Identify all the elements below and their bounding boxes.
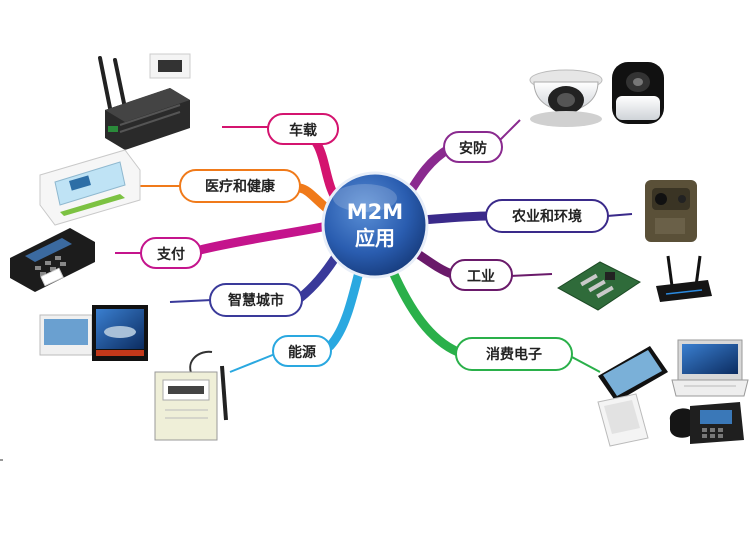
node-payment-label: 支付 [156,246,185,263]
branch-agri: 农业和环境 [415,199,633,233]
node-medical-label: 医疗和健康 [205,178,276,195]
branch-consumer: 消费电子 [387,265,601,373]
branch-security: 安防 [400,119,521,205]
node-energy-label: 能源 [288,344,316,361]
industrial-board-icon [557,261,641,311]
node-car-label: 车载 [289,122,317,139]
dome-camera-icon [529,69,603,127]
pos-terminal-icon [10,228,95,292]
branch-payment: 支付 [115,220,337,269]
node-industry-label: 工业 [467,269,495,285]
node-agri-label: 农业和环境 [511,208,582,225]
ptz-camera-icon [612,62,664,124]
router-icon [98,53,191,150]
hub-line2: 应用 [355,226,395,250]
node-consumer-label: 消费电子 [486,346,542,363]
ip-phone-icon [669,402,744,444]
ereader-icon [597,393,649,447]
wifi-router-icon [656,255,712,302]
hub-node: M2M 应用 [321,171,429,279]
branch-energy: 能源 [229,263,365,373]
node-security-label: 安防 [459,140,487,157]
node-smartcity-label: 智慧城市 [227,292,284,309]
branch-medical: 医疗和健康 [140,169,340,220]
branch-car: 车载 [222,113,345,210]
smart-meter-icon [154,350,228,441]
netbook-icon [671,339,749,397]
hub-line1: M2M [347,200,403,224]
blood-pressure-monitor-icon [39,149,141,226]
branch-industry: 工业 [407,245,553,291]
tablet-icon [598,346,668,402]
digital-signage-icon [39,305,148,361]
trail-camera-icon [645,180,697,242]
